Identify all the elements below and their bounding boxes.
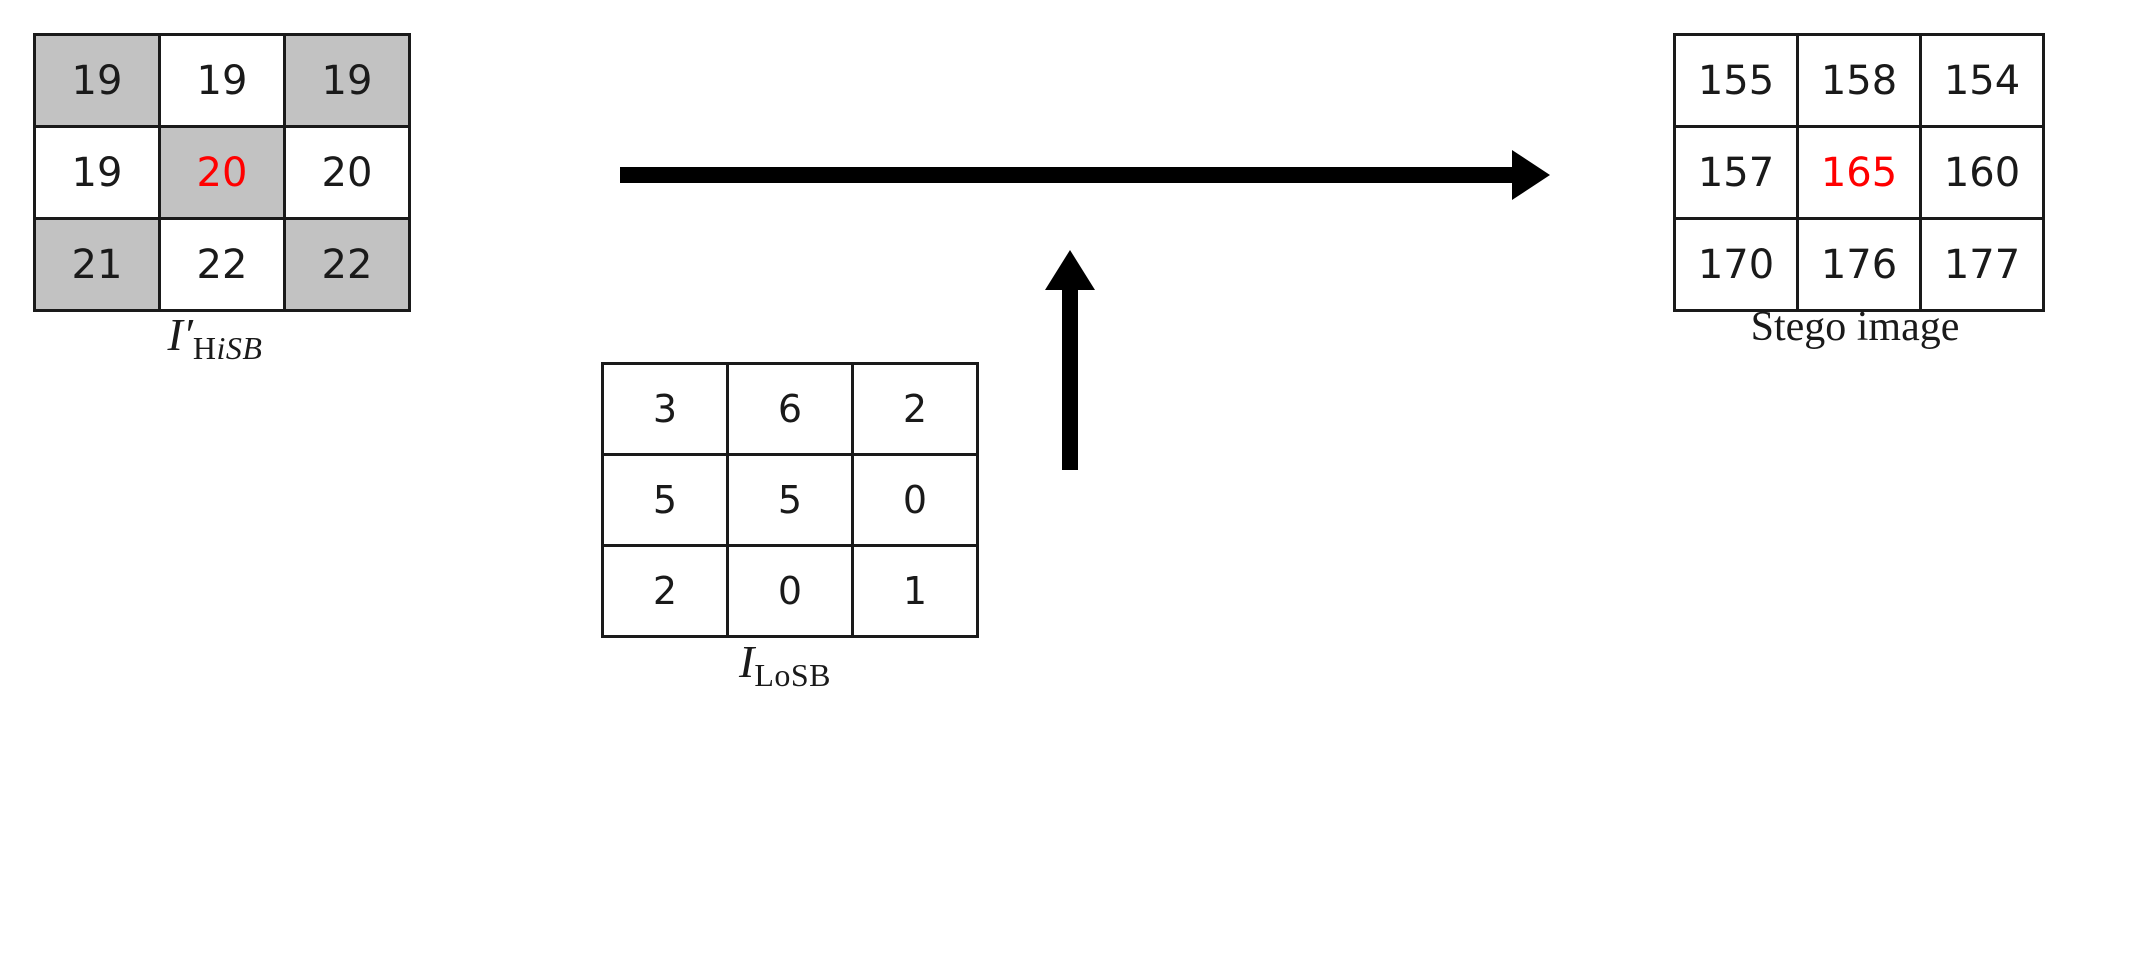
label-hisb-sub-italic: iSB: [216, 330, 263, 366]
matrix-cell: 20: [158, 125, 286, 220]
label-hisb-sub-upright: H: [192, 330, 217, 366]
matrix-cell: 1: [851, 544, 979, 638]
matrix-cell: 154: [1919, 33, 2045, 128]
matrix-cell: 157: [1673, 125, 1799, 220]
matrix-cell: 170: [1673, 217, 1799, 312]
matrix-cell: 19: [158, 33, 286, 128]
matrix-cell: 22: [283, 217, 411, 312]
matrix-cell: 158: [1796, 33, 1922, 128]
matrix-cell: 21: [33, 217, 161, 312]
matrix-cell: 165: [1796, 125, 1922, 220]
input-arrow-up-icon: [1035, 250, 1105, 470]
matrix-cell: 176: [1796, 217, 1922, 312]
matrix-cell: 19: [33, 33, 161, 128]
matrix-cell: 5: [601, 453, 729, 547]
label-losb-subscript: LoSB: [754, 657, 831, 693]
matrix-stego-label: Stego image: [1750, 304, 1960, 350]
matrix-cell: 155: [1673, 33, 1799, 128]
matrix-cell: 19: [283, 33, 411, 128]
matrix-cell: 19: [33, 125, 161, 220]
matrix-cell: 22: [158, 217, 286, 312]
label-hisb-subscript: HiSB: [193, 330, 263, 366]
combine-arrow-right-icon: [620, 140, 1550, 210]
matrix-cell: 2: [851, 362, 979, 456]
matrix-cell: 6: [726, 362, 854, 456]
matrix-cell: 3: [601, 362, 729, 456]
matrix-cell: 5: [726, 453, 854, 547]
matrix-cell: 177: [1919, 217, 2045, 312]
matrix-cell: 2: [601, 544, 729, 638]
matrix-cell: 20: [283, 125, 411, 220]
label-losb-main: I: [738, 636, 755, 687]
matrix-cell: 160: [1919, 125, 2045, 220]
label-hisb-prime: ′: [182, 309, 193, 360]
matrix-hisb-label: I′HiSB: [0, 308, 430, 366]
matrix-cell: 0: [851, 453, 979, 547]
label-hisb-main: I: [167, 309, 183, 360]
matrix-cell: 0: [726, 544, 854, 638]
matrix-losb-label: ILoSB: [570, 635, 1000, 693]
